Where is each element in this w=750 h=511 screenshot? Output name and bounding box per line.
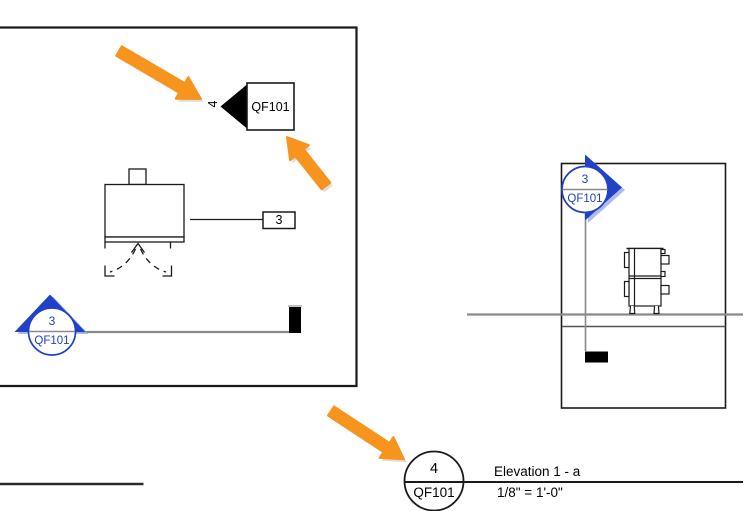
blue-marker-right-sheet: QF101 (567, 193, 603, 205)
view-title-callout[interactable] (403, 450, 744, 511)
equipment-tag-label: 3 (275, 213, 283, 227)
black-marker-view-number: 4 (206, 100, 220, 108)
elevation-marker-box (246, 82, 295, 131)
equipment-tab-top (660, 254, 670, 265)
equipment-handle-bottom (623, 280, 630, 298)
blue-elevation-marker-left[interactable] (14, 294, 89, 356)
view-title-detail-number[interactable]: 4 (429, 461, 439, 477)
wall-segment-elevation[interactable] (585, 351, 608, 363)
view-title-name[interactable]: Elevation 1 - a (494, 464, 581, 479)
arrow-to-marker-box-icon (286, 136, 332, 191)
left-viewport-border[interactable] (0, 26, 358, 388)
equipment-body (628, 247, 662, 307)
door-swing-arc-right (139, 248, 167, 273)
equipment-plan[interactable] (104, 168, 185, 277)
equipment-leg-left (629, 305, 636, 315)
right-viewport-border[interactable] (560, 162, 727, 409)
equipment-leg-right (653, 305, 660, 315)
equipment-handle-top (623, 251, 630, 269)
black-elevation-marker[interactable] (220, 82, 295, 131)
blue-elevation-marker-right[interactable] (561, 154, 625, 224)
elevation-arrow-left-icon (220, 84, 247, 129)
callout-arrows (115, 45, 407, 463)
arrow-to-view-title-icon (327, 405, 405, 461)
equipment-nub-mid (660, 270, 666, 278)
blue-marker-right-number: 3 (581, 172, 589, 186)
equipment-plan-front-band (104, 236, 185, 243)
tag-box (262, 211, 296, 230)
wall-segment-plan[interactable] (289, 307, 301, 333)
equipment-plan-body (104, 183, 185, 238)
equipment-elevation[interactable] (623, 247, 670, 315)
door-open-bracket-right (162, 265, 173, 277)
blue-marker-left-sheet: QF101 (34, 335, 70, 347)
equipment-plan-vent (128, 168, 147, 186)
view-title-scale[interactable]: 1/8" = 1'-0" (497, 485, 563, 500)
equipment-nub-top (660, 248, 666, 255)
door-jamb-ticks (104, 242, 172, 249)
blue-marker-left-number: 3 (48, 314, 56, 328)
view-title-sheet-number[interactable]: QF101 (413, 485, 455, 500)
equipment-stack-divider (629, 275, 661, 280)
door-swing-arc-left (109, 248, 137, 273)
arrow-to-marker-icon (115, 45, 202, 100)
black-marker-sheet-number: QF101 (251, 99, 290, 114)
door-swing-peak (130, 242, 146, 253)
door-open-bracket-left (104, 265, 115, 277)
equipment-tab-bottom (660, 284, 670, 295)
equipment-tag[interactable] (190, 211, 296, 230)
